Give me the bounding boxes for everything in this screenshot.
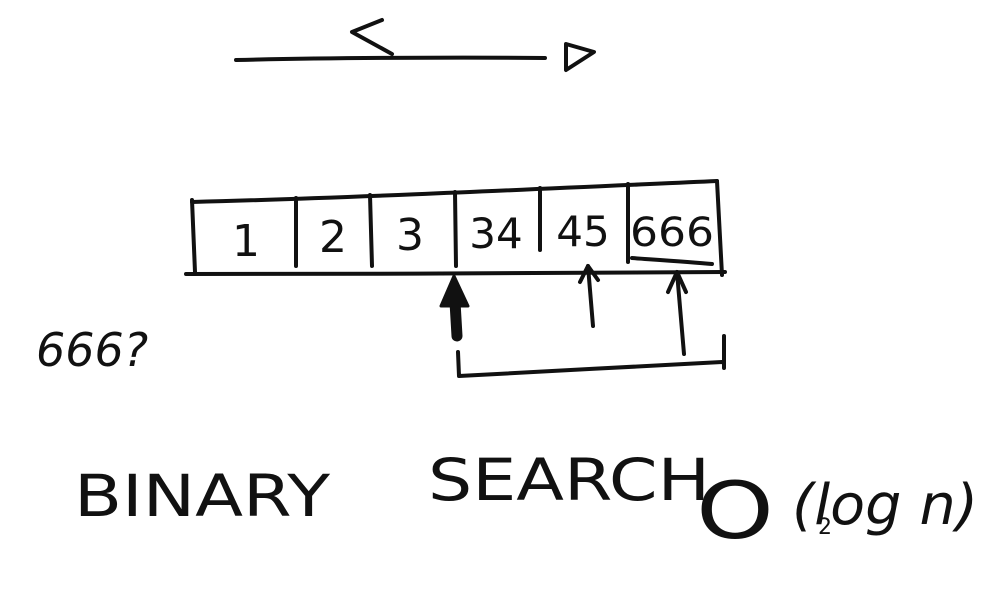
- array-cell-3: 34: [469, 209, 522, 258]
- complexity-notation: O (log n) 2: [696, 467, 978, 557]
- array-cell-5: 666: [630, 210, 714, 256]
- array-left-edge: [190, 198, 197, 274]
- range-bracket-icon: [456, 334, 726, 378]
- array-cell-0: 1: [232, 216, 260, 267]
- array-right-edge: [715, 179, 724, 277]
- sorted-array: 1 2 3 34 45 666: [184, 179, 727, 277]
- title-binary: BINARY: [74, 462, 331, 530]
- array-underline-666: [630, 256, 714, 266]
- complexity-expression: (log n): [792, 473, 978, 538]
- log-base: 2: [818, 515, 832, 540]
- title-search: SEARCH: [428, 446, 710, 514]
- array-bottom-edge: [184, 270, 727, 277]
- comparison-greater-than-icon: [564, 42, 596, 72]
- big-o-symbol: O: [696, 467, 774, 557]
- comparison-number-line: [234, 18, 596, 72]
- pointer-arrow-icon: [578, 264, 600, 328]
- search-pointers: [439, 264, 688, 356]
- array-cell-4: 45: [556, 207, 609, 256]
- pointer-arrow-icon: [439, 274, 470, 342]
- comparison-less-than-icon: [350, 18, 394, 56]
- number-line: [234, 55, 547, 62]
- pointer-arrow-icon: [666, 270, 688, 356]
- array-cell-2: 3: [396, 210, 424, 261]
- array-divider-2: [368, 193, 374, 268]
- array-cell-1: 2: [319, 212, 347, 263]
- array-divider-3: [453, 190, 458, 268]
- query-label: 666?: [36, 323, 148, 377]
